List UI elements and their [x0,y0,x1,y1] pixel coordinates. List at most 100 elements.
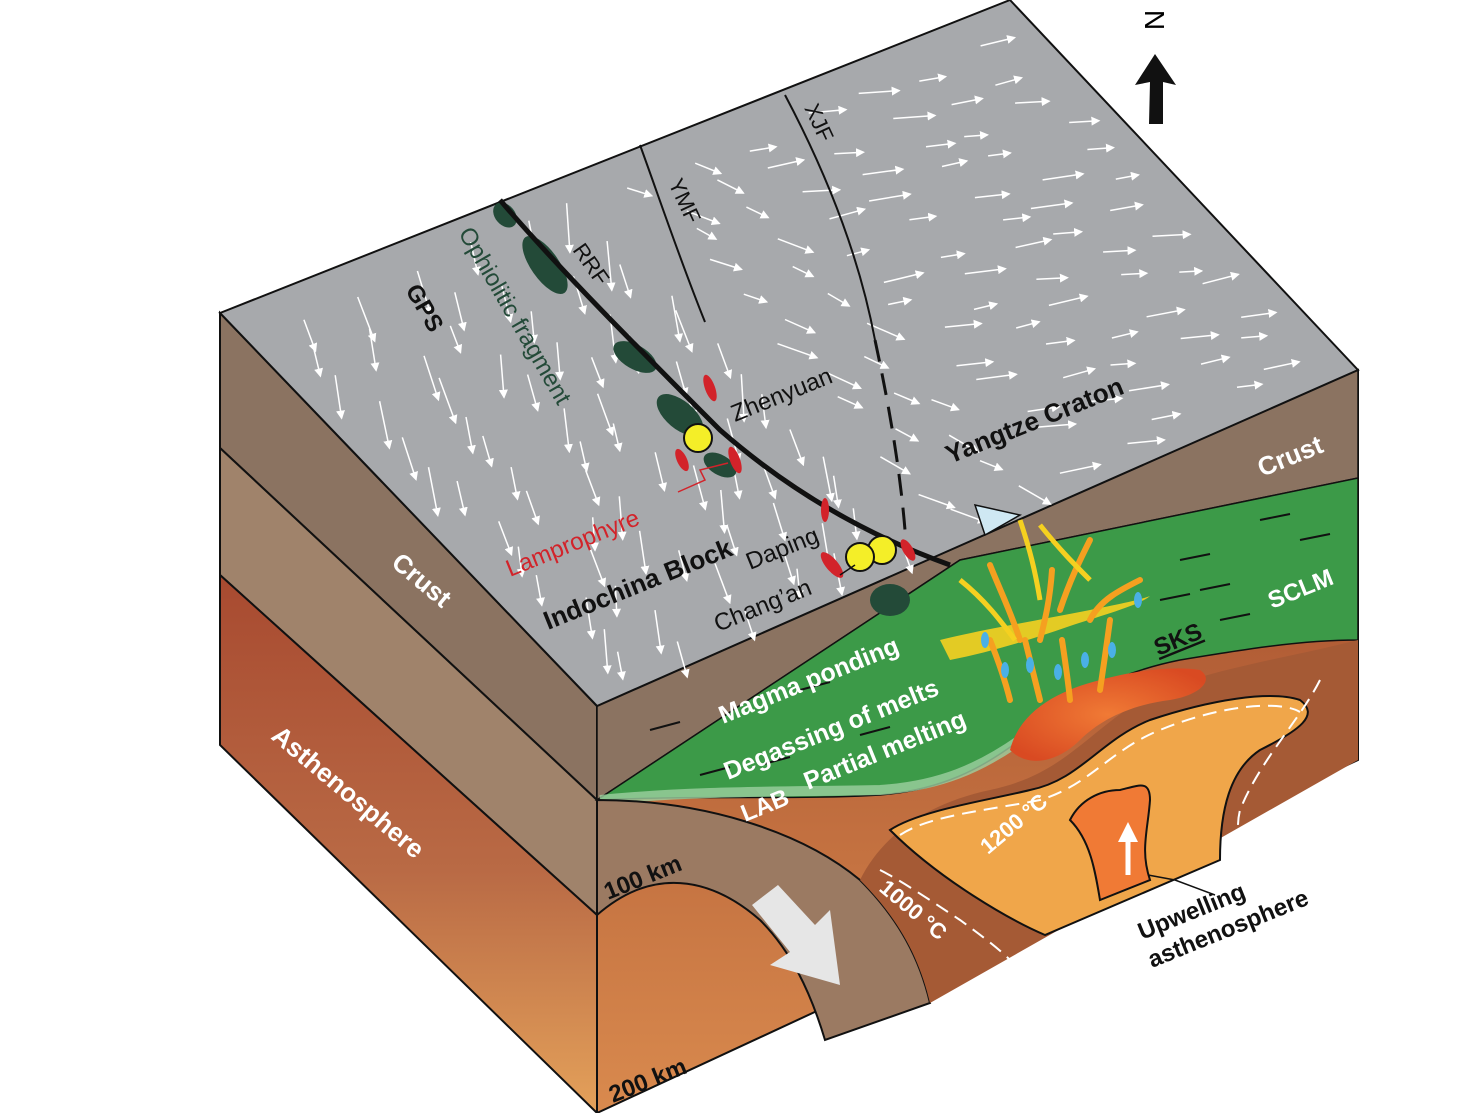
gps-vector-arrow [1042,170,1085,181]
north-arrow-icon [1135,54,1176,124]
gps-vector-arrow [1151,410,1182,421]
gps-vector-arrow [846,247,871,257]
gps-vector-arrow [858,86,901,96]
gps-vector-arrow [696,227,718,240]
gps-vector-arrow [964,265,1007,275]
gps-vector-arrow [893,392,921,405]
gps-vector-arrow [516,546,526,578]
fluid-droplets [981,592,1142,680]
gps-vector-arrow [743,293,769,304]
gps-vector-arrow [941,158,969,168]
gps-vector-arrow [1003,213,1032,223]
sample-changan [845,542,875,572]
gps-vector-arrow [973,301,999,311]
gps-vector-arrow [716,343,733,380]
gps-vector-arrow [749,143,778,153]
gps-vector-arrow [555,342,565,381]
xjf-fault [784,94,876,341]
gps-vector-arrow [1103,246,1137,256]
gps-vector-arrow [590,357,605,389]
gps-vector-arrow [584,469,601,507]
gps-vector-arrow [1121,269,1149,279]
gps-vector-arrow [589,517,599,552]
gps-vector-arrow [1263,358,1301,371]
gps-vector-arrow [834,148,865,158]
gps-vector-arrow [438,377,458,425]
gps-vector-arrow [709,258,743,272]
gps-vector-arrow [1062,366,1097,379]
gps-vector-arrow [654,452,668,492]
gps-vector-arrow [919,73,948,83]
gps-vector-arrow [1200,354,1231,365]
gps-vector-arrow [454,292,467,332]
gps-vector-arrow [829,206,867,220]
gps-vector-arrow [497,521,514,557]
gps-vector-arrow [1030,199,1074,210]
gps-vector-arrow [895,428,920,442]
gps-vector-arrow [626,187,654,198]
gps-vector-arrow [862,165,905,176]
lamprophyre-leader [677,462,729,493]
gps-vector-arrow [893,111,937,121]
gps-vector-arrow [822,456,835,503]
gps-vector-arrow [482,435,494,468]
gps-vector-arrow [596,393,615,437]
north-label: N [1139,10,1170,30]
gps-vector-arrow [714,563,732,605]
gps-vector-arrow [1110,201,1144,212]
gps-vector-arrow [616,651,626,681]
gps-vector-arrow [1053,227,1084,237]
gps-vector-arrow [948,434,980,454]
gps-vector-arrow [1241,331,1269,341]
gps-vector-arrow [1015,97,1051,107]
north-arrow[interactable]: N [1135,10,1176,124]
gps-vector-arrow [303,319,318,353]
gps-vector-arrow [1018,485,1052,505]
gps-vector-arrow [940,250,966,260]
gps-vector-arrow [1152,230,1192,240]
gps-vector-arrow [692,465,708,511]
gps-vector-arrow [1110,359,1137,369]
gps-vector-arrow [1179,266,1204,276]
gps-vector-arrow [602,629,612,675]
gps-vector-arrow [1180,331,1220,341]
gps-vector-arrow [784,318,817,334]
gps-vector-arrow [956,358,995,368]
gps-vector-arrow [777,238,815,254]
gps-vector-arrow [739,374,749,423]
gps-vector-arrow [579,441,590,473]
gps-vector-arrow [654,609,665,655]
xjf-fault-dashed [873,339,907,531]
gps-vector-arrow [1111,329,1139,339]
top-face [218,0,1360,708]
gps-vector-arrow [416,270,433,316]
sample-localities [683,423,897,572]
gps-vector-arrow [995,75,1024,86]
gps-vector-arrow [1037,420,1078,430]
gps-vector-arrow [334,375,345,420]
gps-vector-arrow [1027,403,1061,413]
sample-zhenyuan [683,423,713,453]
gps-vector-arrow [686,210,721,226]
gps-vector-arrow [312,346,324,378]
partial-melting-zone [1010,668,1206,761]
layer-dashes [649,513,1331,776]
gps-vector-arrow [1202,271,1240,285]
gps-vector-arrow [824,371,862,390]
gps-vector-arrow [1236,380,1264,390]
gps-vector-arrow [563,408,573,454]
isotherm-1000-line [879,869,1011,961]
gps-vector-arrow [465,416,476,455]
gps-vector-arrow [794,568,804,600]
gps-vector-arrow [880,456,911,475]
gps-vector-arrow [638,530,650,576]
gps-vector-arrow [619,264,633,299]
gps-vector-arrow [772,502,787,542]
gps-vector-arrow [863,355,890,369]
upwelling-arrow [1118,822,1138,875]
gps-vector-arrow [789,429,805,467]
gps-vector-arrow [717,179,745,194]
gps-vector-arrow [401,437,418,481]
gps-vector-arrow [378,401,393,450]
gps-vector-arrow [525,490,540,526]
